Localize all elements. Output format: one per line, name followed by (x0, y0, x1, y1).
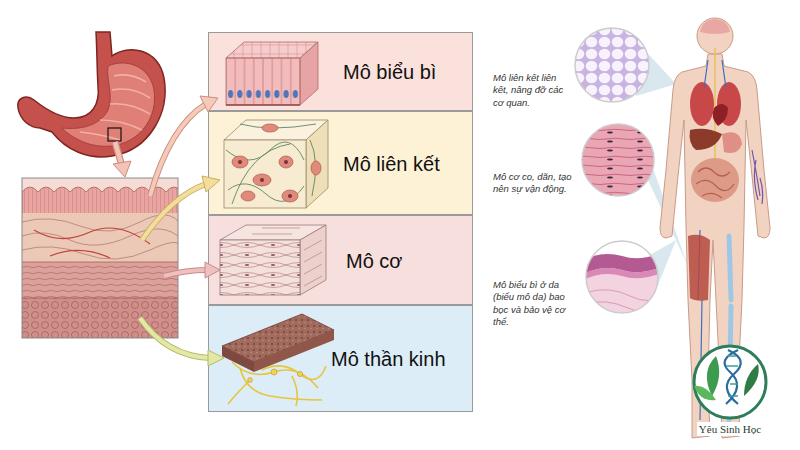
block-top (224, 120, 328, 140)
stomach-wall-section (22, 178, 182, 338)
fat-tissue-circle (575, 28, 649, 102)
skin-circle-border (586, 241, 658, 313)
basement-membrane (226, 104, 300, 106)
block-top (220, 225, 326, 240)
logo-leaf (707, 356, 719, 396)
block-side (300, 42, 318, 105)
connective-fibers (22, 215, 178, 259)
block-front (220, 240, 300, 295)
logo-ring (694, 346, 766, 418)
watermark: Yêu Sinh Học (697, 422, 763, 436)
block-side (300, 225, 326, 295)
block-top (226, 42, 318, 58)
muscle-layer-outer (22, 298, 178, 338)
section-frame (22, 178, 178, 338)
cells (232, 124, 321, 202)
tissue-label: Mô biểu bì (343, 61, 436, 84)
stomach-lining (62, 63, 155, 146)
body-outline (660, 54, 770, 438)
logo (694, 346, 766, 418)
block-front (224, 140, 306, 208)
caption-note: Mô cơ co, dãn, tạo nên sự vận động. (493, 171, 577, 196)
nerve-fibers (228, 362, 326, 406)
arrow-head (202, 176, 220, 192)
arrow-body (140, 318, 210, 358)
caption-note: Mô liên kết liên kết, nâng đỡ các cơ qua… (493, 72, 573, 109)
connective-layer (22, 213, 178, 263)
muscle-layer (22, 262, 178, 299)
logo-leaf (744, 364, 759, 396)
heart (713, 104, 728, 126)
block-front (226, 58, 300, 105)
tissue-label: Mô thần kinh (331, 348, 446, 371)
sample-square (108, 128, 121, 141)
arm-veins (752, 150, 763, 204)
arrow-head (208, 350, 224, 366)
logo-leaf (694, 386, 716, 400)
logo-dna (725, 350, 741, 404)
liver (690, 129, 722, 150)
tissue-panel: Mô liên kết (208, 111, 473, 215)
stomach-folds (80, 75, 150, 140)
epithelium-block (226, 42, 318, 105)
slab-front (222, 346, 254, 372)
arrow-outline (150, 104, 206, 196)
lung (690, 82, 714, 126)
stomach-small (722, 132, 742, 153)
zoom-arrowhead (113, 161, 131, 177)
arrow-outline (164, 270, 206, 276)
arrow-outline (140, 318, 210, 358)
tissue-panel: Mô biểu bì (208, 32, 473, 111)
tissue-panel: Mô cơ (208, 215, 473, 305)
block-side (306, 120, 328, 208)
arrow-body (164, 270, 206, 276)
neuron-bodies (248, 369, 303, 382)
intestines (691, 158, 739, 202)
caption-note: Mô biểu bì ở da (biểu mô da) bao bọc và … (493, 279, 581, 328)
tissue-panel: Mô thần kinh (208, 305, 473, 412)
epithelium-layer (22, 187, 178, 214)
slab-top (222, 314, 334, 362)
tissue-label: Mô cơ (346, 250, 402, 273)
brain (700, 19, 730, 34)
nuclei (238, 160, 292, 198)
human-body (660, 18, 770, 438)
muscle-block (220, 225, 326, 295)
logo-dna-rungs (726, 356, 738, 396)
layer-border (22, 262, 178, 263)
side-cells (252, 228, 322, 286)
nervous-block (222, 314, 334, 406)
tissue-label: Mô liên kết (343, 153, 440, 176)
magnified-tissues (575, 28, 664, 320)
muscle-tissue-circle (582, 124, 654, 196)
slab-side (254, 330, 334, 372)
connective-block (224, 120, 328, 208)
stomach-outline (18, 32, 165, 157)
layer-border (22, 298, 178, 299)
tissue-arrows (140, 96, 224, 366)
arrow-head (200, 96, 218, 112)
thigh-muscle (688, 235, 710, 301)
intestine-folds (696, 168, 734, 198)
fibers (226, 124, 316, 204)
arrow-outline (142, 184, 206, 240)
stomach (18, 32, 165, 177)
arrow-body (150, 104, 206, 196)
arrow-body (142, 184, 206, 240)
blood-vessels (34, 228, 150, 258)
arrow-head (205, 262, 220, 278)
skin-tissue-circle (580, 236, 664, 320)
